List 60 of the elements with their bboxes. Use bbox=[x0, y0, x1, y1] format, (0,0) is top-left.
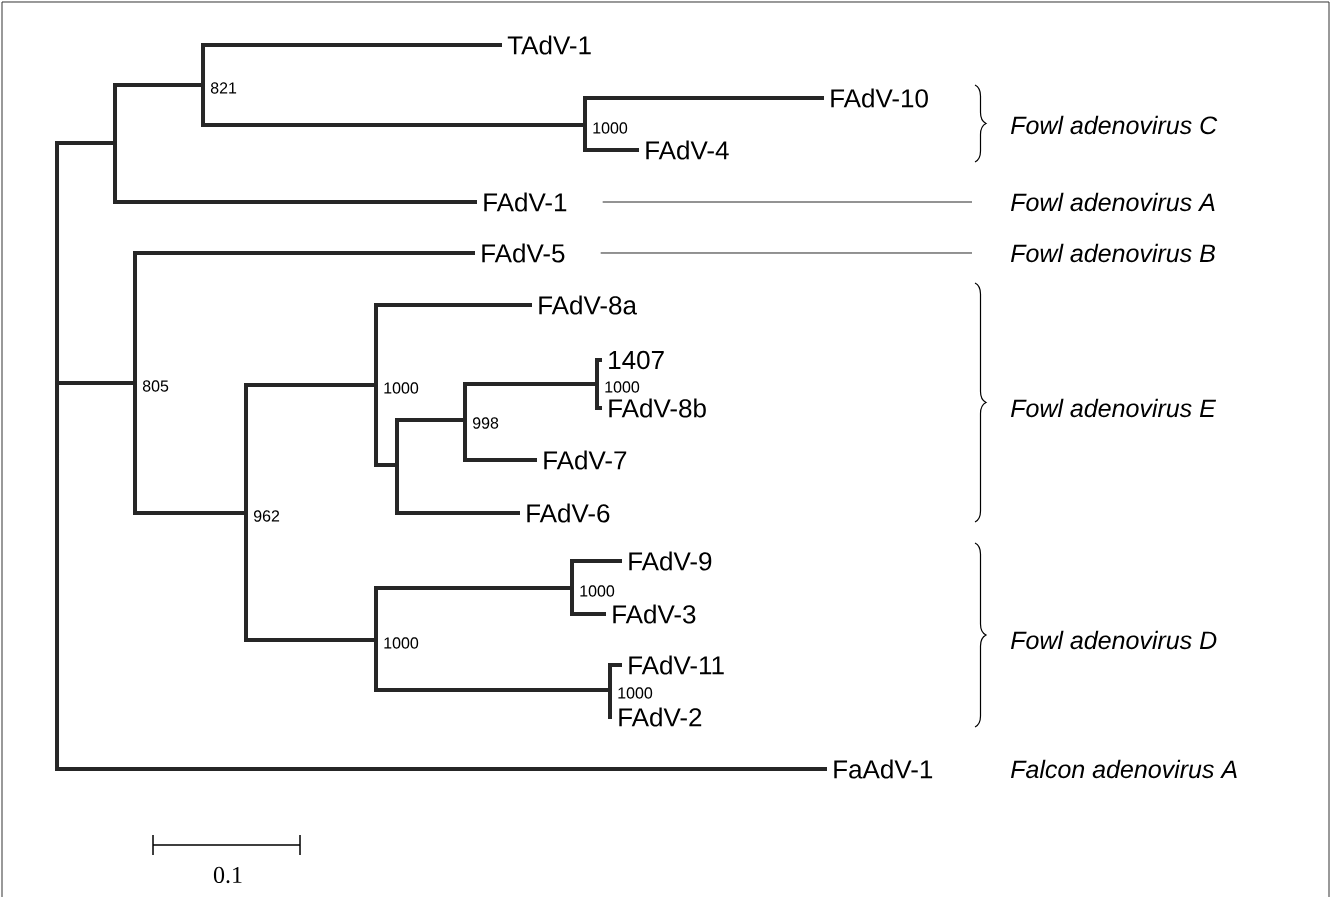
tree-branch bbox=[583, 125, 639, 152]
tree-branch bbox=[133, 251, 475, 383]
tree-branch bbox=[463, 382, 597, 420]
tree-branch bbox=[133, 383, 246, 515]
leaf-label: 1407 bbox=[609, 350, 664, 370]
tree-branch bbox=[570, 559, 622, 588]
tree-branch bbox=[608, 690, 612, 719]
leaf-label: FAdV-11 bbox=[629, 655, 724, 675]
species-label: Fowl adenovirus C bbox=[1010, 115, 1218, 135]
connector-line bbox=[600, 252, 973, 254]
tree-branch bbox=[608, 663, 622, 690]
species-label: Fowl adenovirus B bbox=[1010, 243, 1215, 263]
tree-branch bbox=[374, 385, 397, 467]
bootstrap-value: 998 bbox=[472, 417, 499, 429]
leaf-label: FAdV-8a bbox=[539, 295, 637, 315]
tree-branch bbox=[583, 96, 824, 125]
leaf-label: FAdV-1 bbox=[484, 192, 567, 212]
scale-label: 0.1 bbox=[213, 866, 242, 884]
tree-branch bbox=[570, 588, 606, 616]
species-label: Fowl adenovirus D bbox=[1010, 630, 1217, 650]
tree-branch bbox=[595, 358, 602, 384]
tree-branch bbox=[374, 586, 572, 640]
leaf-label: FAdV-9 bbox=[629, 551, 712, 571]
tree-branch bbox=[113, 83, 203, 143]
bootstrap-value: 821 bbox=[210, 82, 237, 94]
tree-branch bbox=[244, 513, 376, 642]
tree-branch bbox=[55, 381, 135, 456]
bootstrap-value: 1000 bbox=[618, 687, 653, 699]
leaf-label: FAdV-6 bbox=[527, 503, 610, 523]
species-label: Falcon adenovirus A bbox=[1010, 759, 1237, 779]
leaf-label: FAdV-5 bbox=[482, 243, 565, 263]
tree-branch bbox=[244, 383, 376, 513]
bootstrap-value: 1000 bbox=[593, 122, 628, 134]
bootstrap-value: 962 bbox=[253, 510, 280, 522]
tree-branch bbox=[595, 384, 602, 410]
leaf-label: FAdV-4 bbox=[646, 140, 729, 160]
tree-branch bbox=[463, 420, 537, 462]
leaf-label: FAdV-2 bbox=[619, 707, 702, 727]
leaf-label: FAdV-3 bbox=[613, 604, 696, 624]
tree-branch bbox=[201, 43, 502, 85]
leaf-label: FAdV-7 bbox=[544, 450, 627, 470]
leaf-label: TAdV-1 bbox=[507, 35, 591, 55]
species-label: Fowl adenovirus E bbox=[1010, 398, 1217, 418]
bootstrap-value: 1000 bbox=[580, 585, 615, 597]
leaf-label: FaAdV-1 bbox=[834, 759, 933, 779]
bootstrap-value: 805 bbox=[142, 380, 169, 392]
tree-branch bbox=[55, 456, 827, 771]
tree-branch bbox=[201, 85, 585, 127]
leaf-label: FAdV-8b bbox=[609, 398, 706, 418]
tree-branch bbox=[374, 303, 532, 385]
connector-line bbox=[602, 201, 973, 203]
tree-branch bbox=[395, 418, 465, 465]
tree-branch bbox=[113, 143, 477, 204]
tree-branch bbox=[395, 465, 520, 515]
bootstrap-value: 1000 bbox=[384, 382, 419, 394]
bootstrap-value: 1000 bbox=[384, 637, 419, 649]
bootstrap-value: 1000 bbox=[605, 381, 640, 393]
tree-branch bbox=[374, 640, 610, 692]
species-label: Fowl adenovirus A bbox=[1010, 192, 1215, 212]
leaf-label: FAdV-10 bbox=[831, 88, 928, 108]
